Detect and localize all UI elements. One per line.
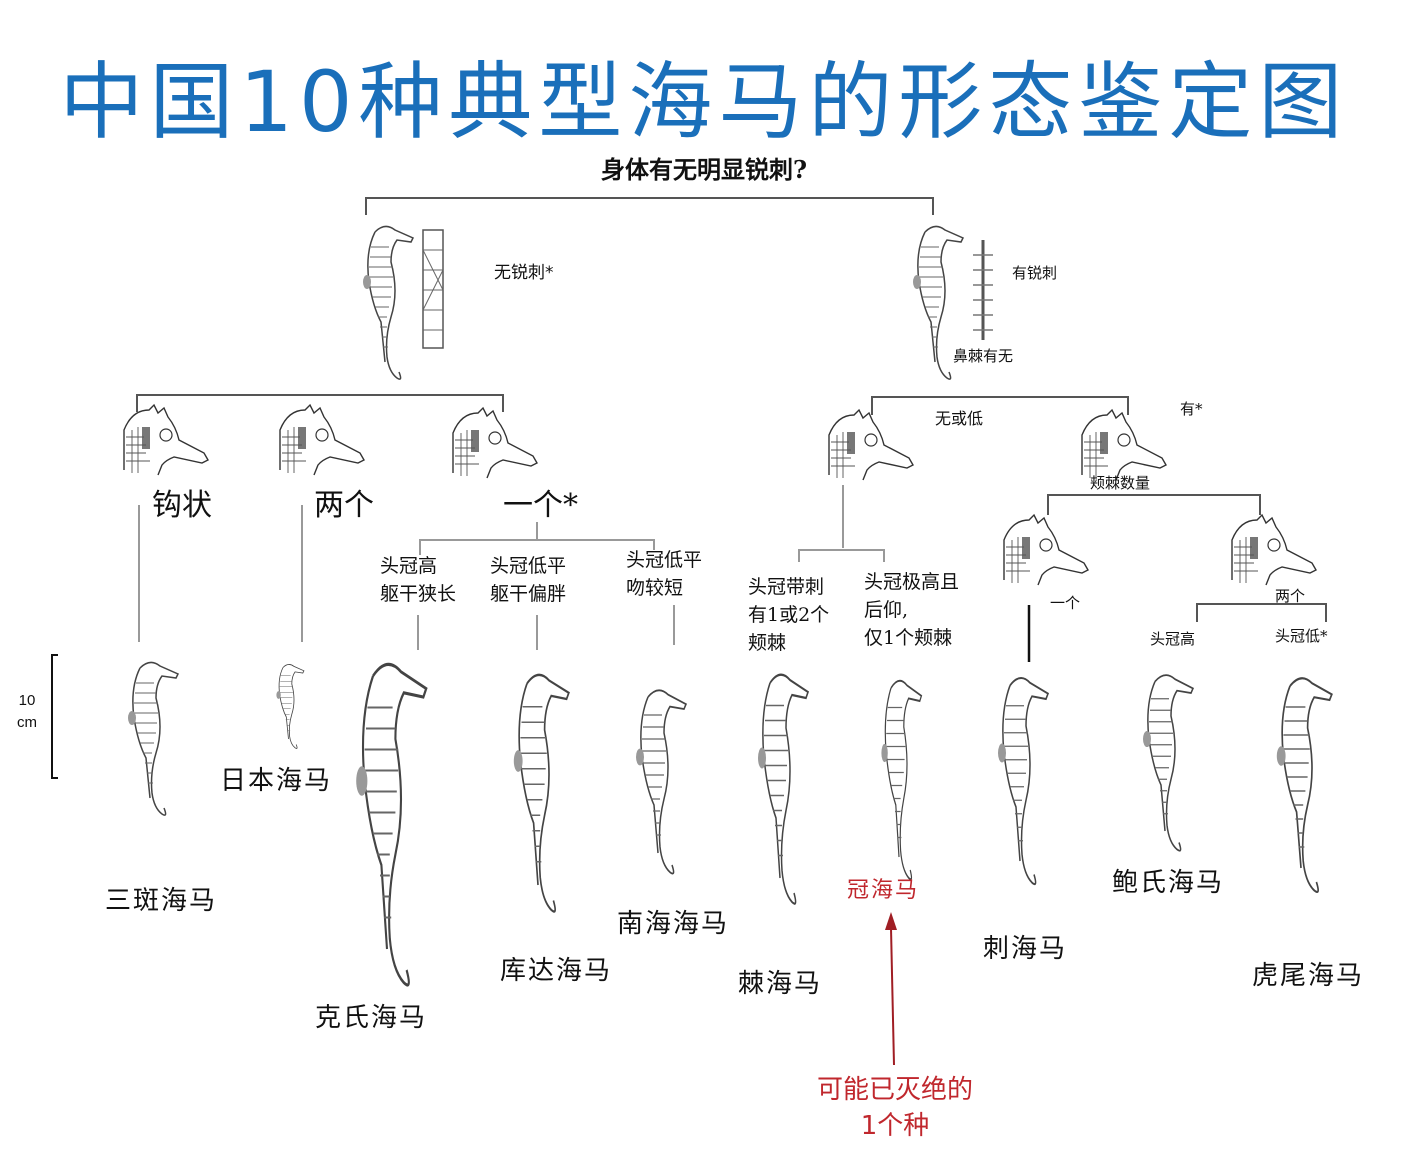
sub-crown-high-2: 头冠高 bbox=[1150, 630, 1196, 648]
has-spines-label: 有锐刺 bbox=[1012, 264, 1058, 282]
species-label: 三斑海马 bbox=[105, 886, 218, 916]
seahorse-no-spines-icon bbox=[362, 225, 414, 380]
cheek-spine-count-label: 颊棘数量 bbox=[1090, 474, 1151, 492]
species-label: 库达海马 bbox=[500, 956, 613, 986]
cheek-two-label: 两个 bbox=[1275, 587, 1306, 605]
no-spines-label: 无锐刺* bbox=[494, 263, 554, 283]
species-label: 克氏海马 bbox=[315, 1003, 428, 1033]
crown-none-or-low-label: 无或低 bbox=[935, 409, 984, 428]
sub-crown-low-2: 头冠低* bbox=[1275, 627, 1328, 645]
species-label-highlight: 冠海马 bbox=[847, 878, 920, 903]
page-title: 中国10种典型海马的形态鉴定图 bbox=[59, 53, 1349, 151]
species-label: 刺海马 bbox=[983, 934, 1068, 964]
option-one: 一个* bbox=[503, 488, 578, 523]
crown-has-label: 有* bbox=[1180, 400, 1203, 418]
cheek-one-label: 一个 bbox=[1050, 594, 1081, 612]
sub-crown-very-high: 头冠极高且后仰,仅1个颊棘 bbox=[864, 571, 960, 649]
species-label: 鲍氏海马 bbox=[1112, 868, 1225, 898]
nose-spine-label: 鼻棘有无 bbox=[953, 347, 1014, 365]
sub-crown-high: 头冠高躯干狭长 bbox=[380, 555, 457, 605]
sub-crown-low-short-snout: 头冠低平吻较短 bbox=[626, 549, 703, 599]
root-question: 身体有无明显锐刺? bbox=[600, 155, 808, 184]
option-two: 两个 bbox=[314, 488, 374, 523]
extinct-annotation: 可能已灭绝的 1个种 bbox=[816, 1075, 973, 1141]
sub-crown-spiny: 头冠带刺有1或2个颊棘 bbox=[748, 576, 830, 654]
species-label: 虎尾海马 bbox=[1252, 961, 1365, 991]
sub-crown-low-plump: 头冠低平躯干偏胖 bbox=[490, 555, 567, 605]
option-hooked: 钩状 bbox=[152, 488, 212, 523]
species-label: 日本海马 bbox=[220, 766, 333, 796]
species-label: 南海海马 bbox=[617, 909, 730, 939]
species-label: 棘海马 bbox=[738, 969, 823, 999]
